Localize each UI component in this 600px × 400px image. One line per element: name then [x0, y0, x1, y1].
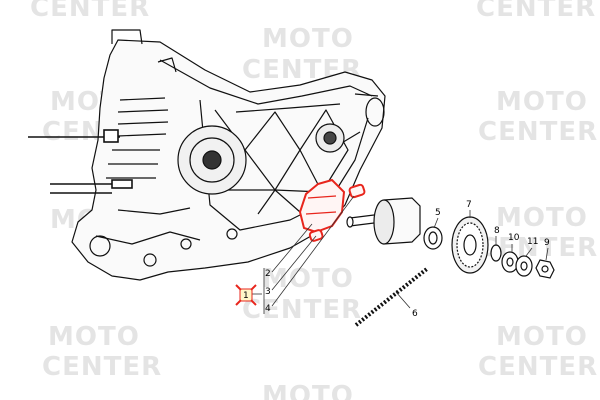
highlighted-parts: [298, 178, 366, 242]
watermark-right-moto: MOTO: [496, 87, 588, 117]
callout-2[interactable]: 2: [265, 269, 271, 279]
variator-pulley: [346, 197, 443, 250]
studs: [28, 129, 133, 194]
callout-8[interactable]: 8: [494, 226, 500, 236]
callout-9[interactable]: 9: [544, 238, 550, 248]
watermark-bottom-center: MOTO: [262, 381, 354, 400]
watermark-top-left: CENTER: [30, 0, 150, 23]
watermark-top-right: CENTER: [476, 0, 596, 23]
watermark-mid-center: CENTER: [242, 295, 362, 325]
callout-labels: 1 2 3 4 5 6 7 8 9 10 11: [243, 200, 550, 319]
part-cover-gasket: [298, 178, 346, 234]
watermark-bottom-left-moto: MOTO: [48, 322, 140, 352]
callout-4[interactable]: 4: [265, 304, 271, 314]
pulley-half-gear: [451, 216, 555, 279]
part-dowel-bottom: [308, 229, 324, 242]
watermark-bottom-right-center: CENTER: [478, 352, 598, 382]
callout-7[interactable]: 7: [466, 200, 472, 210]
watermark-center-moto: MOTO: [262, 24, 354, 54]
part-dowel-top: [348, 183, 366, 199]
watermark-bottom-left-center: CENTER: [42, 352, 162, 382]
drive-belt: [354, 266, 430, 327]
watermark-mid-right-moto: MOTO: [496, 203, 588, 233]
leader-lines: [252, 195, 549, 314]
callout-1[interactable]: 1: [243, 291, 249, 301]
callout-10[interactable]: 10: [508, 233, 520, 243]
callout-5[interactable]: 5: [435, 208, 441, 218]
callout-11[interactable]: 11: [527, 237, 538, 247]
watermark-mid-moto: MOTO: [262, 264, 354, 294]
callout-6[interactable]: 6: [412, 309, 418, 319]
callout-3[interactable]: 3: [265, 287, 271, 297]
part-1-marker-icon[interactable]: [235, 284, 257, 306]
watermark-right-center: CENTER: [478, 117, 598, 147]
watermark-bottom-right-moto: MOTO: [496, 322, 588, 352]
